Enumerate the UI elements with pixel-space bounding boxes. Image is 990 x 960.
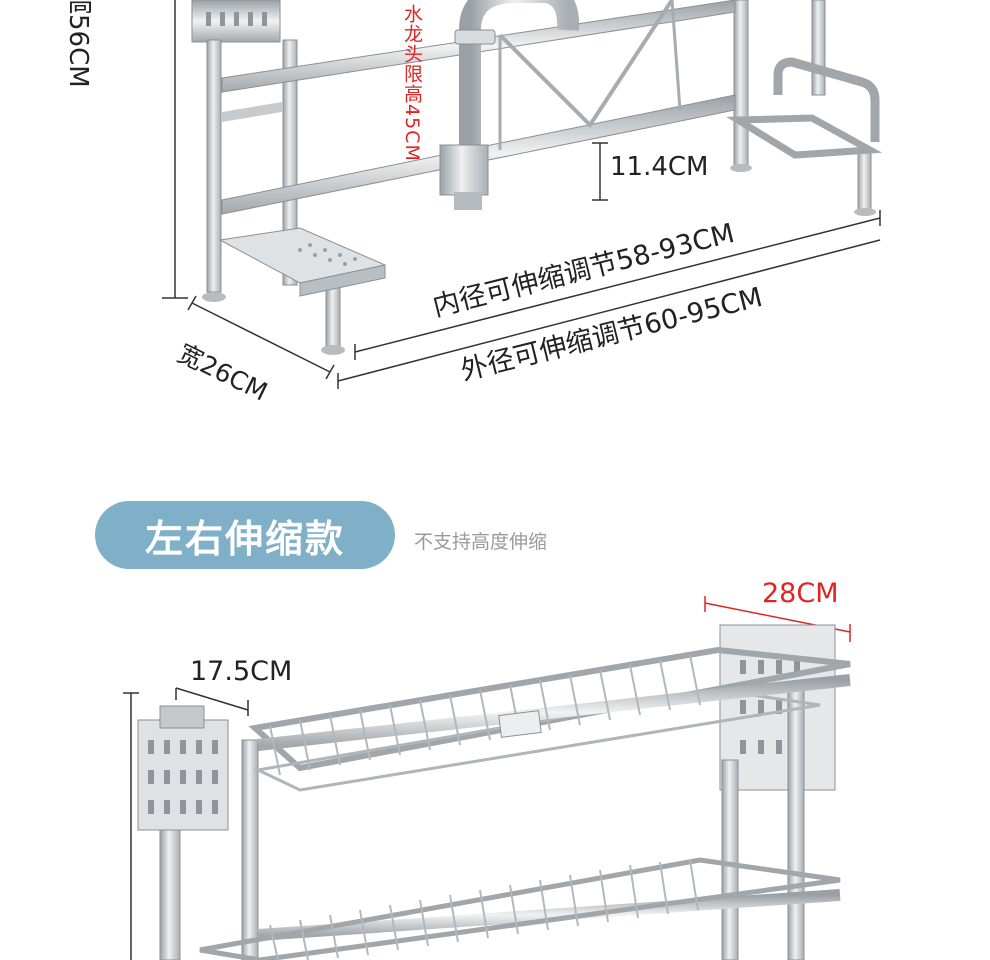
height-dimension-label: 高56CM [63,0,93,88]
bottom-rack [123,596,851,960]
faucet-height-limit-label: 水龙头限高45CM [401,4,423,162]
section-note: 不支持高度伸缩 [414,531,548,553]
section-title-pill: 左右伸缩款 [95,501,395,569]
depth-dimension-label: 17.5CM [190,656,293,687]
side-dimension-label: 28CM [762,578,839,609]
top-rack [162,0,883,389]
gap-dimension-label: 11.4CM [610,152,709,182]
